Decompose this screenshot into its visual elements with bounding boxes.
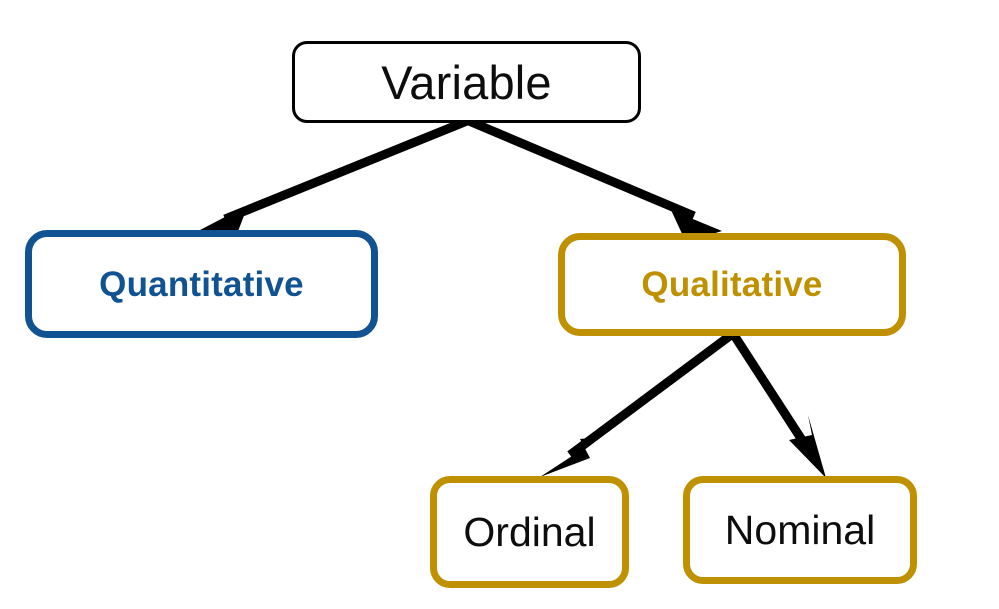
edge-qualitative-nominal (730, 332, 826, 478)
node-ordinal-label: Ordinal (463, 508, 596, 555)
node-qualitative-label: Qualitative (641, 265, 823, 304)
node-nominal-label: Nominal (724, 506, 876, 553)
node-quantitative-label: Quantitative (99, 264, 304, 304)
edge-variable-quantitative (200, 116, 469, 244)
node-variable[interactable]: Variable (292, 41, 641, 123)
node-variable-label: Variable (381, 55, 552, 109)
node-nominal[interactable]: Nominal (683, 476, 917, 584)
node-quantitative[interactable]: Quantitative (25, 230, 378, 338)
edge-qualitative-ordinal (540, 331, 734, 477)
node-ordinal[interactable]: Ordinal (430, 476, 629, 588)
node-qualitative[interactable]: Qualitative (558, 233, 906, 336)
edge-variable-qualitative (467, 116, 722, 247)
